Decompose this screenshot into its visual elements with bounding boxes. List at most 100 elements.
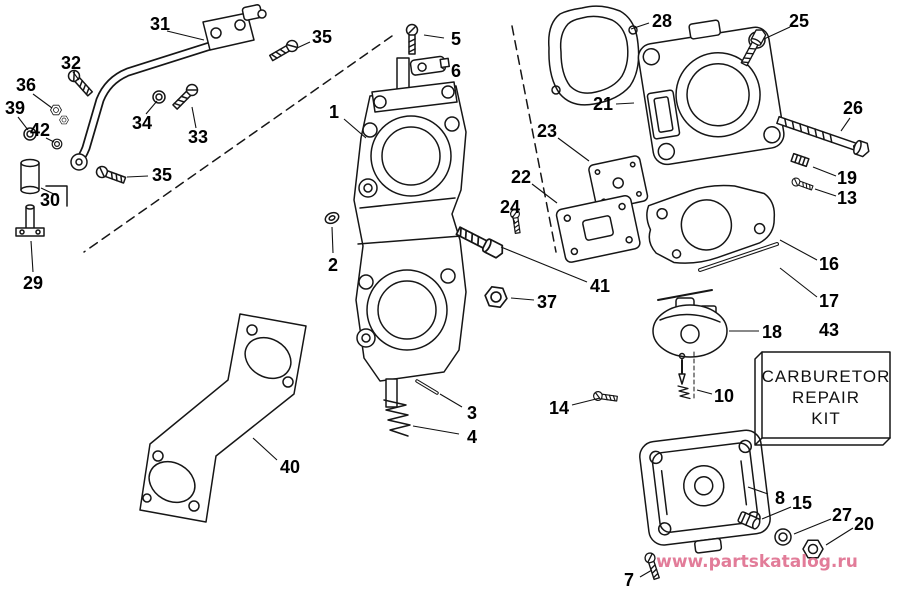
leader-line-2 — [331, 226, 334, 254]
plug-2 — [324, 211, 340, 225]
part-label-43: 43 — [819, 320, 839, 340]
part-label-1: 1 — [329, 102, 339, 122]
fitting-29 — [15, 204, 45, 237]
leader-line-25 — [763, 26, 791, 40]
part-label-37: 37 — [537, 292, 557, 312]
leader-line-14 — [571, 397, 601, 406]
leader-line-8 — [747, 486, 769, 495]
lever-plate-6 — [409, 55, 450, 76]
leader-line-10 — [696, 389, 713, 395]
leader-line-37 — [510, 297, 535, 301]
part-label-13: 13 — [837, 188, 857, 208]
part-label-2: 2 — [328, 255, 338, 275]
bolt-41 — [454, 223, 507, 261]
part-label-25: 25 — [789, 11, 809, 31]
part-label-17: 17 — [819, 291, 839, 311]
part-label-15: 15 — [792, 493, 812, 513]
leader-line-6 — [440, 66, 446, 71]
washer-34 — [152, 90, 166, 104]
leader-line-13 — [814, 188, 837, 197]
plate-22 — [555, 195, 641, 263]
part-label-27: 27 — [832, 505, 852, 525]
part-label-4: 4 — [467, 427, 477, 447]
part-label-28: 28 — [652, 11, 672, 31]
carburetor-main-body-1 — [353, 57, 467, 408]
leader-line-35 — [296, 41, 311, 49]
leader-line-40 — [252, 437, 278, 461]
kit-box-line-1: CARBURETOR — [762, 367, 891, 386]
nut-37 — [482, 285, 510, 309]
leader-line-5 — [423, 34, 445, 39]
part-label-18: 18 — [762, 322, 782, 342]
part-label-26: 26 — [843, 98, 863, 118]
part-label-8: 8 — [775, 488, 785, 508]
screw-14 — [592, 390, 619, 404]
leader-line-33 — [191, 106, 197, 129]
part-label-42: 42 — [30, 120, 50, 140]
part-label-24: 24 — [500, 197, 520, 217]
throttle-linkage-31 — [70, 4, 267, 171]
nut-36 — [50, 104, 62, 116]
part-label-32: 32 — [61, 53, 81, 73]
gasket-28 — [547, 5, 640, 106]
leader-line-36 — [32, 93, 53, 109]
part-label-16: 16 — [819, 254, 839, 274]
body-top-stub — [396, 57, 410, 93]
part-label-36: 36 — [16, 75, 36, 95]
leader-line-16 — [779, 239, 818, 261]
leader-line-1 — [343, 118, 367, 139]
leader-line-30 — [40, 187, 59, 197]
line-art: CARBURETOR REPAIR KIT — [15, 4, 891, 581]
screw-5 — [405, 23, 419, 55]
leader-line-29 — [30, 240, 34, 273]
part-label-22: 22 — [511, 167, 531, 187]
part-label-6: 6 — [451, 61, 461, 81]
screw-35b — [94, 164, 128, 187]
leader-line-32 — [72, 71, 80, 81]
part-label-29: 29 — [23, 273, 43, 293]
part-label-33: 33 — [188, 127, 208, 147]
part-label-30: 30 — [40, 190, 60, 210]
part-label-40: 40 — [280, 457, 300, 477]
leader-line-35 — [126, 175, 149, 178]
leader-line-39 — [17, 116, 29, 131]
float-pin-17 — [698, 242, 779, 272]
washer-42 — [51, 138, 63, 150]
leader-line-19 — [812, 166, 837, 177]
leader-line-20 — [825, 527, 854, 546]
fitting-30 — [20, 158, 68, 207]
leader-line-26 — [840, 117, 851, 132]
part-label-35: 35 — [312, 27, 332, 47]
part-label-10: 10 — [714, 386, 734, 406]
body-bottom-stub — [385, 378, 398, 408]
leader-line-24 — [511, 215, 516, 224]
leader-line-7 — [639, 569, 653, 578]
assembly-axis-dashed-line — [83, 35, 393, 253]
leader-line-28 — [630, 22, 650, 30]
assembly-axis-dashed-line — [511, 25, 557, 253]
leader-line-4 — [412, 425, 460, 435]
part-label-34: 34 — [132, 113, 152, 133]
leader-line-41 — [500, 246, 588, 283]
mounting-gasket-40 — [139, 313, 307, 523]
part-label-41: 41 — [590, 276, 610, 296]
part-label-39: 39 — [5, 98, 25, 118]
leader-line-31 — [166, 30, 205, 41]
part-label-14: 14 — [549, 398, 569, 418]
float-18 — [652, 289, 728, 358]
gasket-16 — [646, 184, 776, 264]
screw-35a — [267, 37, 301, 64]
leader-line-27 — [793, 518, 832, 535]
part-label-20: 20 — [854, 514, 874, 534]
pin-3 — [415, 379, 439, 395]
spring-4 — [383, 399, 411, 437]
part-label-31: 31 — [150, 14, 170, 34]
leader-line-3 — [439, 393, 463, 408]
bolt-26 — [776, 115, 870, 158]
leader-line-15 — [761, 506, 792, 520]
part-label-35: 35 — [152, 165, 172, 185]
leader-line-17 — [779, 267, 818, 298]
plate-23 — [588, 155, 649, 211]
part-label-5: 5 — [451, 29, 461, 49]
